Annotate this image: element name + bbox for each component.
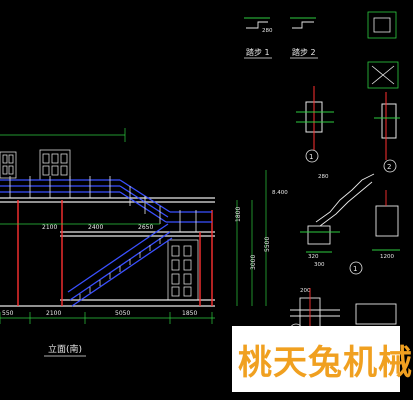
dim-detail-6: 280 <box>262 28 273 34</box>
dim-bottom-2: 2100 <box>46 310 61 317</box>
step-detail-graphics <box>244 17 316 29</box>
section-marker-3-label: 1 <box>353 265 357 273</box>
stair-balusters-upper <box>9 176 197 232</box>
dimension-lines <box>0 128 267 324</box>
dim-bottom-3: 5050 <box>115 310 130 317</box>
section-marker-2-label: 2 <box>387 163 391 171</box>
dim-upper-2: 2400 <box>88 224 103 231</box>
dim-vertical-3: 5500 <box>264 237 271 252</box>
section-marker-1-label: 1 <box>309 153 313 161</box>
watermark-logo: 桃天兔机械 <box>232 326 412 392</box>
connection-detail-top-right <box>367 11 399 89</box>
dim-vertical-2: 3000 <box>250 255 257 270</box>
dim-detail-3: 1200 <box>380 254 394 260</box>
elevation-title: 立面(南) <box>48 343 82 355</box>
section-marker-2 <box>383 159 397 173</box>
section-marker-1 <box>305 149 319 163</box>
stringer-detail <box>300 173 400 253</box>
dim-upper-1: 2100 <box>42 224 57 231</box>
step-detail-1-label: 踏步 1 <box>246 47 270 57</box>
dim-detail-4: 300 <box>314 262 325 268</box>
dim-vertical-1: 1800 <box>235 207 242 222</box>
dim-detail-1: 280 <box>318 174 329 180</box>
section-marker-3 <box>349 261 363 275</box>
column-section-detail-2 <box>374 92 400 160</box>
elevation-building <box>0 149 199 301</box>
stair-treads-lower <box>79 238 161 300</box>
column-section-detail-1 <box>296 86 334 150</box>
steel-columns <box>17 200 213 306</box>
watermark-text: 桃天兔机械 <box>238 342 413 383</box>
dim-bottom-4: 1850 <box>182 310 197 317</box>
step-detail-2-label: 踏步 2 <box>292 47 316 57</box>
platform-beams <box>0 197 215 307</box>
dim-detail-2: 320 <box>308 254 319 260</box>
dim-upper-3: 2650 <box>138 224 153 231</box>
cad-viewport: 550 2100 5050 1850 2100 2400 2650 1800 3… <box>0 11 412 392</box>
dim-bottom-1: 550 <box>2 310 14 317</box>
dim-detail-7: 8.400 <box>272 190 288 196</box>
dim-detail-5: 200 <box>300 288 311 294</box>
